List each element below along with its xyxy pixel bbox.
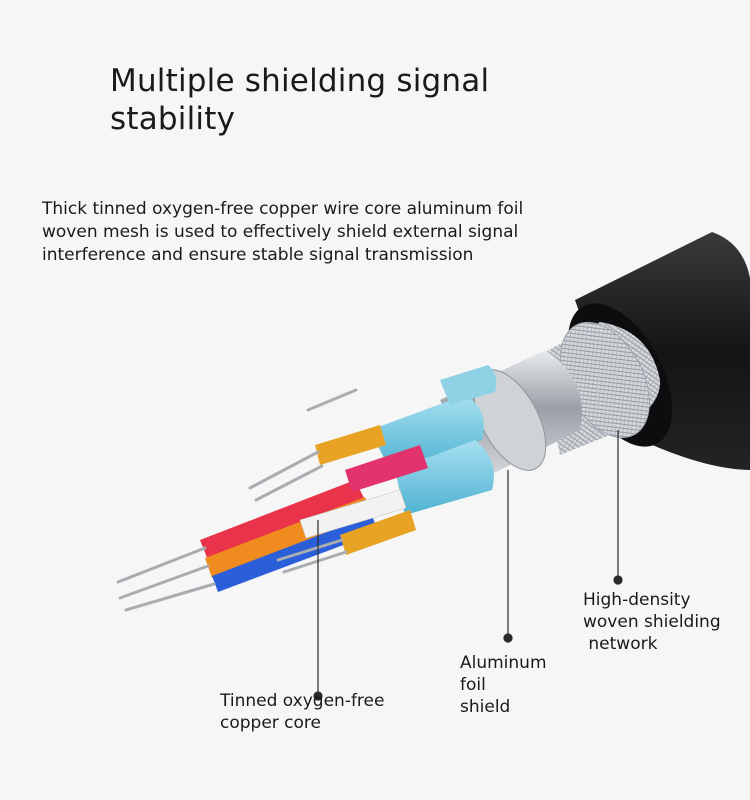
- leader-dot-core: [313, 691, 323, 701]
- white-wire: [299, 489, 407, 539]
- description-text: Thick tinned oxygen-free copper wire cor…: [42, 199, 524, 265]
- tinned-copper-strands: [116, 388, 358, 612]
- callout-woven-mesh: High-density woven shielding network: [583, 589, 743, 655]
- mesh-line-3: network: [583, 634, 658, 654]
- page-title: Multiple shielding signal stability: [110, 63, 490, 137]
- red-wire: [200, 480, 365, 560]
- callout-copper-core: Tinned oxygen-free copper core: [220, 691, 385, 733]
- callout-leaders: [313, 430, 623, 701]
- shielded-pairs: [370, 365, 497, 515]
- leader-dot-mesh: [613, 575, 623, 585]
- gold-wire: [315, 425, 386, 465]
- callout-aluminum-foil: Aluminum foil shield: [460, 653, 547, 717]
- mesh-line-2: woven shielding: [583, 612, 721, 632]
- leader-dot-foil: [503, 633, 513, 643]
- pink-wire: [345, 445, 428, 492]
- mesh-line-1: High-density: [583, 590, 691, 610]
- gold-wire-2: [340, 510, 416, 555]
